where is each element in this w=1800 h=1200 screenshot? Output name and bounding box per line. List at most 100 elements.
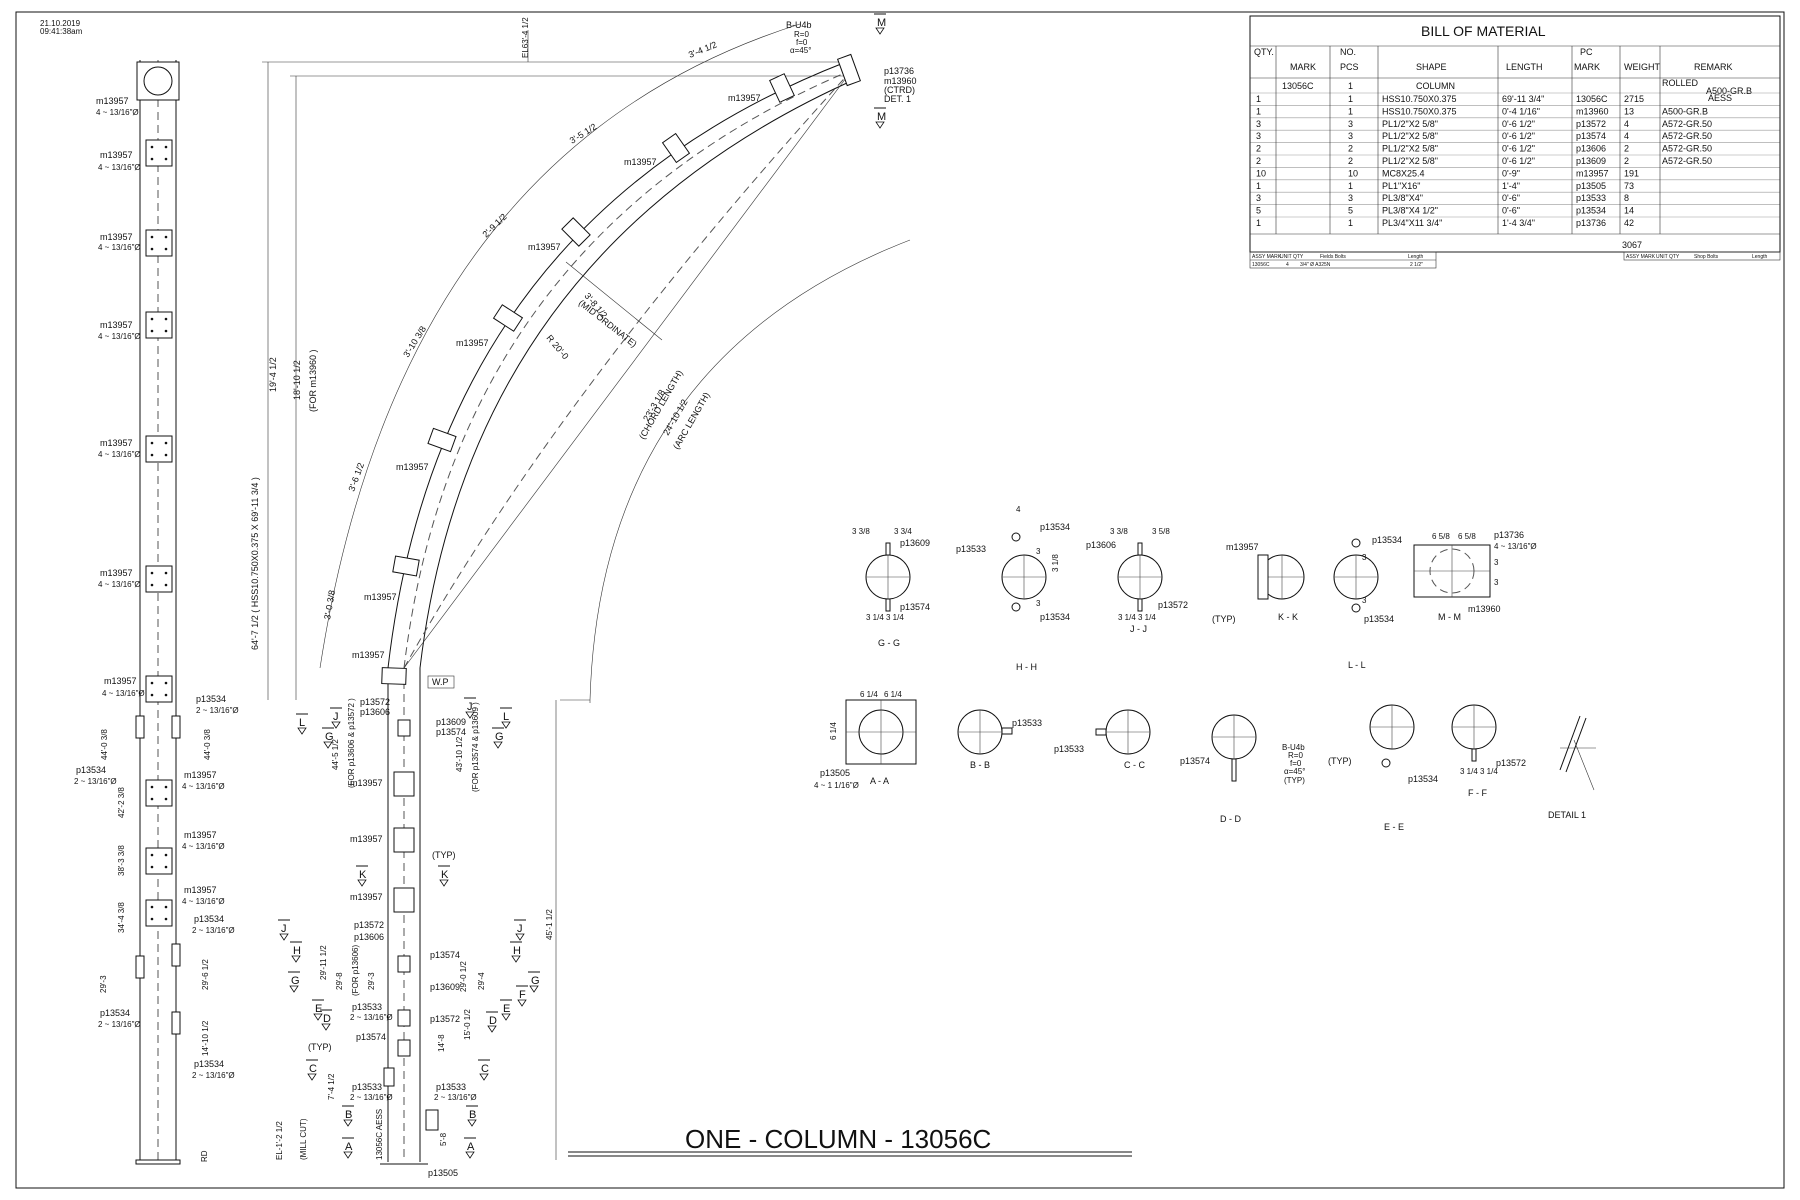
- wp-callout: W.P: [427, 675, 455, 689]
- bom-cell-weight: 14: [1624, 206, 1634, 216]
- svg-text:3 3/4: 3 3/4: [894, 527, 912, 536]
- bom-cell-qty: 5: [1256, 206, 1261, 216]
- bom-cell-mark: 13056C: [1576, 94, 1608, 104]
- section-e-e: p13534 (TYP) E - E: [1328, 704, 1438, 832]
- section-cut-c: C: [478, 1059, 490, 1081]
- plate-p13609-mid: p13609: [430, 982, 460, 992]
- plate-p13572-low: p13572: [430, 1014, 460, 1024]
- channel-clip: [145, 899, 173, 927]
- svg-text:4 ~ 13/16"Ø: 4 ~ 13/16"Ø: [102, 689, 145, 698]
- label-d-d: D - D: [1220, 814, 1241, 824]
- bom-cell-mark: p13533: [1576, 193, 1606, 203]
- bom-cell-qty: 1: [1256, 94, 1261, 104]
- dim-45-1: 45'-1 1/2: [545, 909, 554, 940]
- svg-text:Length: Length: [1408, 254, 1424, 260]
- svg-text:p13534: p13534: [196, 694, 226, 704]
- section-cut-a: A: [342, 1137, 354, 1159]
- column-plate: [397, 719, 411, 737]
- svg-text:m13957: m13957: [1226, 542, 1259, 552]
- label-ctrd: (CTRD): [884, 85, 915, 95]
- svg-text:6 1/4: 6 1/4: [829, 722, 838, 740]
- bom-cell-qty: 2: [1256, 144, 1261, 154]
- svg-text:p13534: p13534: [100, 1008, 130, 1018]
- svg-text:4 ~ 13/16"Ø: 4 ~ 13/16"Ø: [1494, 542, 1537, 551]
- svg-text:ASSY MARK: ASSY MARK: [1626, 254, 1656, 260]
- arc-mark-6: m13957: [364, 592, 397, 602]
- bom-header-mark: MARK: [1290, 62, 1316, 72]
- section-cut-k: K: [356, 865, 368, 887]
- svg-text:4 ~ 13/16"Ø: 4 ~ 13/16"Ø: [98, 163, 141, 172]
- weld-alpha: α=45°: [790, 46, 811, 55]
- dim-29-4: 29'-4: [477, 972, 486, 990]
- svg-text:M: M: [877, 111, 886, 123]
- bom-cell-shape: HSS10.750X0.375: [1382, 94, 1457, 104]
- section-cut-d: D: [320, 1009, 332, 1031]
- svg-text:m13960: m13960: [1468, 604, 1501, 614]
- bom-cell-shape: PL3/8"X4 1/2": [1382, 206, 1438, 216]
- cap-plate-p13736: [836, 53, 862, 87]
- callout-m13957-2: m13957 4 ~ 13/16"Ø: [98, 150, 141, 172]
- bom-cell-mark: p13534: [1576, 206, 1606, 216]
- label-g-g: G - G: [878, 638, 900, 648]
- svg-text:3: 3: [1494, 558, 1499, 567]
- bom-header-no: NO.: [1340, 47, 1356, 57]
- svg-text:F: F: [519, 989, 526, 1001]
- dim-18-10-label: 18'-10 1/2: [292, 360, 302, 400]
- bom-cell-weight: 13: [1624, 106, 1634, 116]
- svg-text:D: D: [489, 1015, 497, 1027]
- section-d-d: p13574 B-U4b R=0 f=0 α=45° (TYP) D - D: [1180, 714, 1305, 824]
- bom-cell-pcs: 1: [1348, 181, 1353, 191]
- bom-cell-pcs: 3: [1348, 193, 1353, 203]
- dim-14-8: 14'-8: [437, 1034, 446, 1052]
- arc-mark-5: m13957: [396, 462, 429, 472]
- channel-clip: [145, 779, 173, 807]
- bom-cell-length: 0'-6 1/2": [1502, 131, 1535, 141]
- bom-cell-weight: 2: [1624, 144, 1629, 154]
- bill-of-material: BILL OF MATERIAL QTY. NO. PC MARK PCS SH…: [1249, 15, 1781, 269]
- print-date: 21.10.2019: [40, 19, 81, 28]
- cap-plate: [136, 61, 180, 101]
- svg-text:E: E: [315, 1003, 322, 1015]
- svg-text:p13534: p13534: [1408, 774, 1438, 784]
- dim-14-10: 14'-10 1/2: [201, 1020, 210, 1056]
- svg-text:J: J: [333, 711, 339, 723]
- section-cut-g: G: [492, 727, 504, 749]
- section-m-m: p13736 4 ~ 13/16"Ø m13960 6 5/8 6 5/8 3 …: [1413, 530, 1537, 622]
- bom-assembly-grade: A500-GR.B: [1706, 86, 1752, 96]
- section-cut-g: G: [288, 971, 300, 993]
- tab-plate: [171, 715, 181, 739]
- plate-p13533-b: p13533: [352, 1082, 382, 1092]
- section-cut-j: J: [464, 697, 476, 719]
- arc-channel-clip: [427, 427, 457, 453]
- svg-text:J: J: [281, 923, 287, 935]
- svg-text:p13534: p13534: [1372, 535, 1402, 545]
- arc-dim-5: 3'-6 1/2: [346, 461, 366, 492]
- svg-text:2 ~ 13/16"Ø: 2 ~ 13/16"Ø: [192, 1071, 235, 1080]
- bom-cell-qty: 3: [1256, 119, 1261, 129]
- arc-dim-3: 2'-9 1/2: [480, 212, 508, 240]
- bom-cell-weight: 8: [1624, 193, 1629, 203]
- for-m13960-label: (FOR m13960 ): [308, 349, 318, 412]
- bom-total-weight: 3067: [1622, 240, 1642, 250]
- for-note-2: (FOR p13574 & p13609 ): [471, 702, 480, 792]
- curved-arc-inner: [419, 77, 859, 669]
- dim-19-4-label: 19'-4 1/2: [268, 357, 278, 392]
- dim-34-4: 34'-4 3/8: [117, 902, 126, 933]
- svg-text:13056C: 13056C: [1252, 262, 1270, 268]
- section-b-b: p13533 B - B: [957, 709, 1042, 770]
- plate-p13606-top: p13606: [360, 707, 390, 717]
- for-note-1: (FOR p13606 & p13572 ): [347, 698, 356, 788]
- bom-cell-mark: m13957: [1576, 168, 1609, 178]
- dim-42-2: 42'-2 3/8: [117, 787, 126, 818]
- svg-text:m13957: m13957: [100, 150, 133, 160]
- bom-cell-pcs: 1: [1348, 94, 1353, 104]
- bom-cell-mark: p13606: [1576, 144, 1606, 154]
- svg-text:f=0: f=0: [1290, 759, 1302, 768]
- svg-text:4: 4: [1286, 262, 1289, 268]
- arc-channel-clip: [561, 217, 591, 247]
